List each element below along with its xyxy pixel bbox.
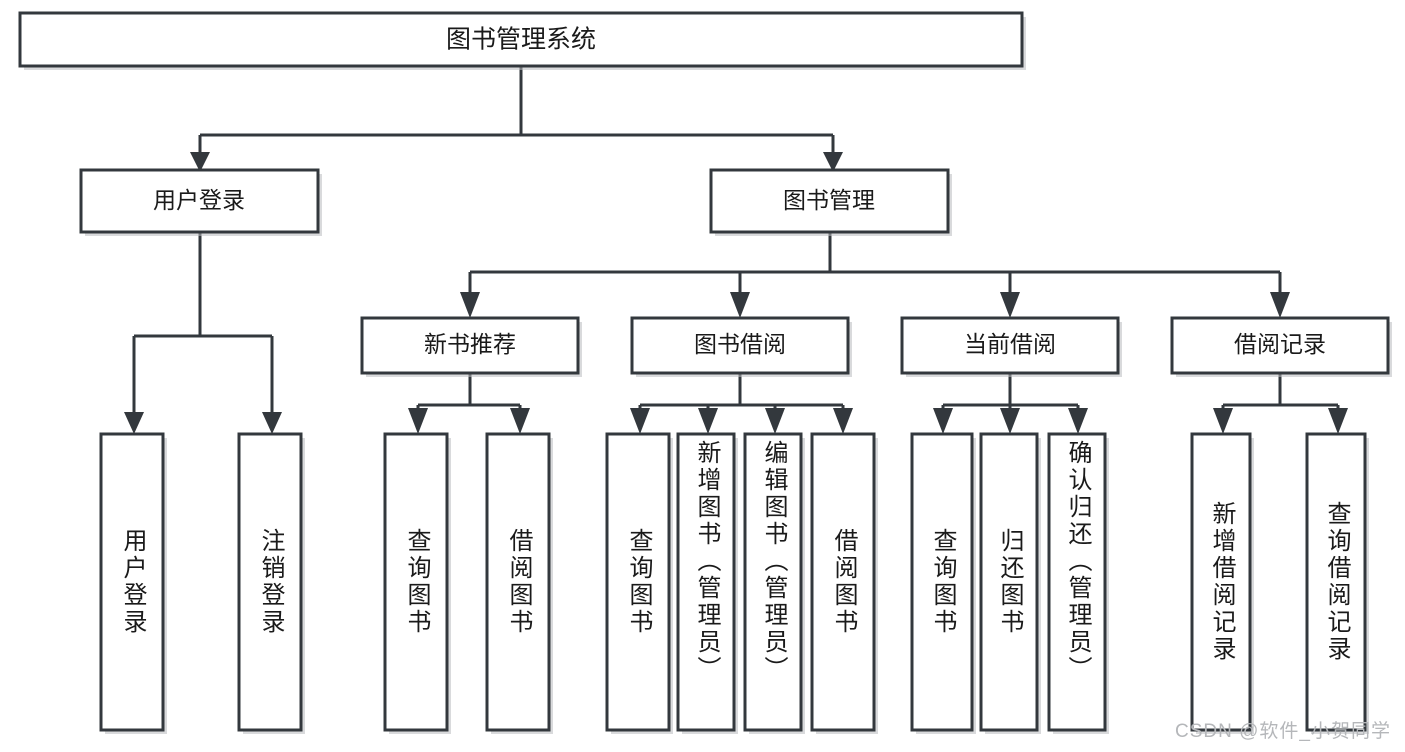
arrow-head-book-borrow [730, 292, 750, 318]
node-book-borrow[interactable]: 图书借阅 [630, 316, 852, 377]
node-current-borrow-label: 当前借阅 [964, 331, 1056, 357]
arrow-head-leaf-user-login [124, 412, 144, 434]
node-leaf-cb-confirm[interactable] [1047, 432, 1109, 734]
node-book-mgmt[interactable]: 图书管理 [709, 168, 952, 236]
arrow-head-book-mgmt [823, 152, 843, 172]
node-leaf-bb-query-box [605, 432, 671, 732]
node-leaf-cb-confirm-box [1047, 432, 1107, 732]
node-leaf-logout[interactable] [237, 432, 305, 734]
node-new-book-rec-label: 新书推荐 [424, 331, 516, 357]
arrow-head-leaf-nb-borrow [510, 408, 530, 434]
node-leaf-nb-query-box [383, 432, 449, 732]
node-leaf-br-query[interactable] [1305, 432, 1369, 734]
arrow-head-leaf-nb-query [408, 408, 428, 434]
arrow-head-borrow-record [1270, 292, 1290, 318]
edge-book-mgmt-bus [470, 232, 1280, 274]
node-leaf-br-query-box [1305, 432, 1367, 732]
edge-borrow-record-bus [1223, 373, 1338, 407]
edge-new-book-bus [418, 373, 520, 407]
node-leaf-cb-return-box [979, 432, 1039, 732]
arrow-head-new-book-rec [460, 292, 480, 318]
node-user-login-label: 用户登录 [153, 187, 245, 213]
node-leaf-logout-box [237, 432, 303, 732]
node-new-book-rec-box [360, 316, 580, 375]
node-leaf-nb-query[interactable] [383, 432, 451, 734]
node-new-book-rec[interactable]: 新书推荐 [360, 316, 582, 377]
arrow-head-leaf-cb-return [1000, 408, 1020, 434]
connector-layer [124, 66, 1348, 434]
arrow-head-leaf-bb-query [630, 408, 650, 434]
node-book-borrow-label: 图书借阅 [694, 331, 786, 357]
node-borrow-record-label: 借阅记录 [1234, 331, 1326, 357]
edge-root-bus [200, 66, 833, 137]
node-root-label: 图书管理系统 [446, 26, 596, 54]
node-leaf-nb-borrow[interactable] [485, 432, 553, 734]
node-leaf-bb-add-box [676, 432, 736, 732]
arrow-head-leaf-bb-add [698, 408, 718, 434]
node-leaf-user-login-box [99, 432, 165, 732]
node-leaf-bb-borrow-box [810, 432, 876, 732]
arrow-head-current-borrow [1000, 292, 1020, 318]
arrow-head-user-login [190, 152, 210, 172]
node-book-borrow-box [630, 316, 850, 375]
node-borrow-record-box [1170, 316, 1390, 375]
arrow-head-leaf-bb-borrow [833, 408, 853, 434]
arrow-head-leaf-br-add [1213, 408, 1233, 434]
csdn-watermark: CSDN @软件_小贺同学 [1175, 721, 1391, 742]
node-current-borrow[interactable]: 当前借阅 [900, 316, 1122, 377]
node-leaf-nb-borrow-box [485, 432, 551, 732]
node-book-mgmt-label: 图书管理 [783, 187, 875, 213]
edge-user-login-bus [134, 232, 272, 338]
arrow-head-leaf-bb-edit [765, 408, 785, 434]
arrow-head-leaf-cb-confirm [1068, 408, 1088, 434]
arrow-head-leaf-cb-query [933, 408, 953, 434]
node-leaf-bb-borrow[interactable] [810, 432, 878, 734]
node-leaf-cb-query-box [910, 432, 974, 732]
node-root-box [18, 11, 1024, 68]
node-leaf-bb-edit[interactable] [743, 432, 805, 734]
node-borrow-record[interactable]: 借阅记录 [1170, 316, 1392, 377]
node-leaf-bb-edit-box [743, 432, 803, 732]
node-leaf-cb-return[interactable] [979, 432, 1041, 734]
node-leaf-br-add[interactable] [1190, 432, 1254, 734]
node-user-login-box [79, 168, 320, 234]
node-leaf-bb-add[interactable] [676, 432, 738, 734]
arrow-head-leaf-br-query [1328, 408, 1348, 434]
node-leaf-user-login[interactable] [99, 432, 167, 734]
node-user-login[interactable]: 用户登录 [79, 168, 322, 236]
edge-book-borrow-bus [640, 373, 843, 407]
node-leaf-cb-query[interactable] [910, 432, 976, 734]
node-book-mgmt-box [709, 168, 950, 234]
arrow-head-leaf-logout [262, 412, 282, 434]
node-root[interactable]: 图书管理系统 [18, 11, 1026, 70]
node-current-borrow-box [900, 316, 1120, 375]
edge-current-borrow-bus [943, 373, 1078, 407]
node-leaf-br-add-box [1190, 432, 1252, 732]
node-leaf-bb-query[interactable] [605, 432, 673, 734]
